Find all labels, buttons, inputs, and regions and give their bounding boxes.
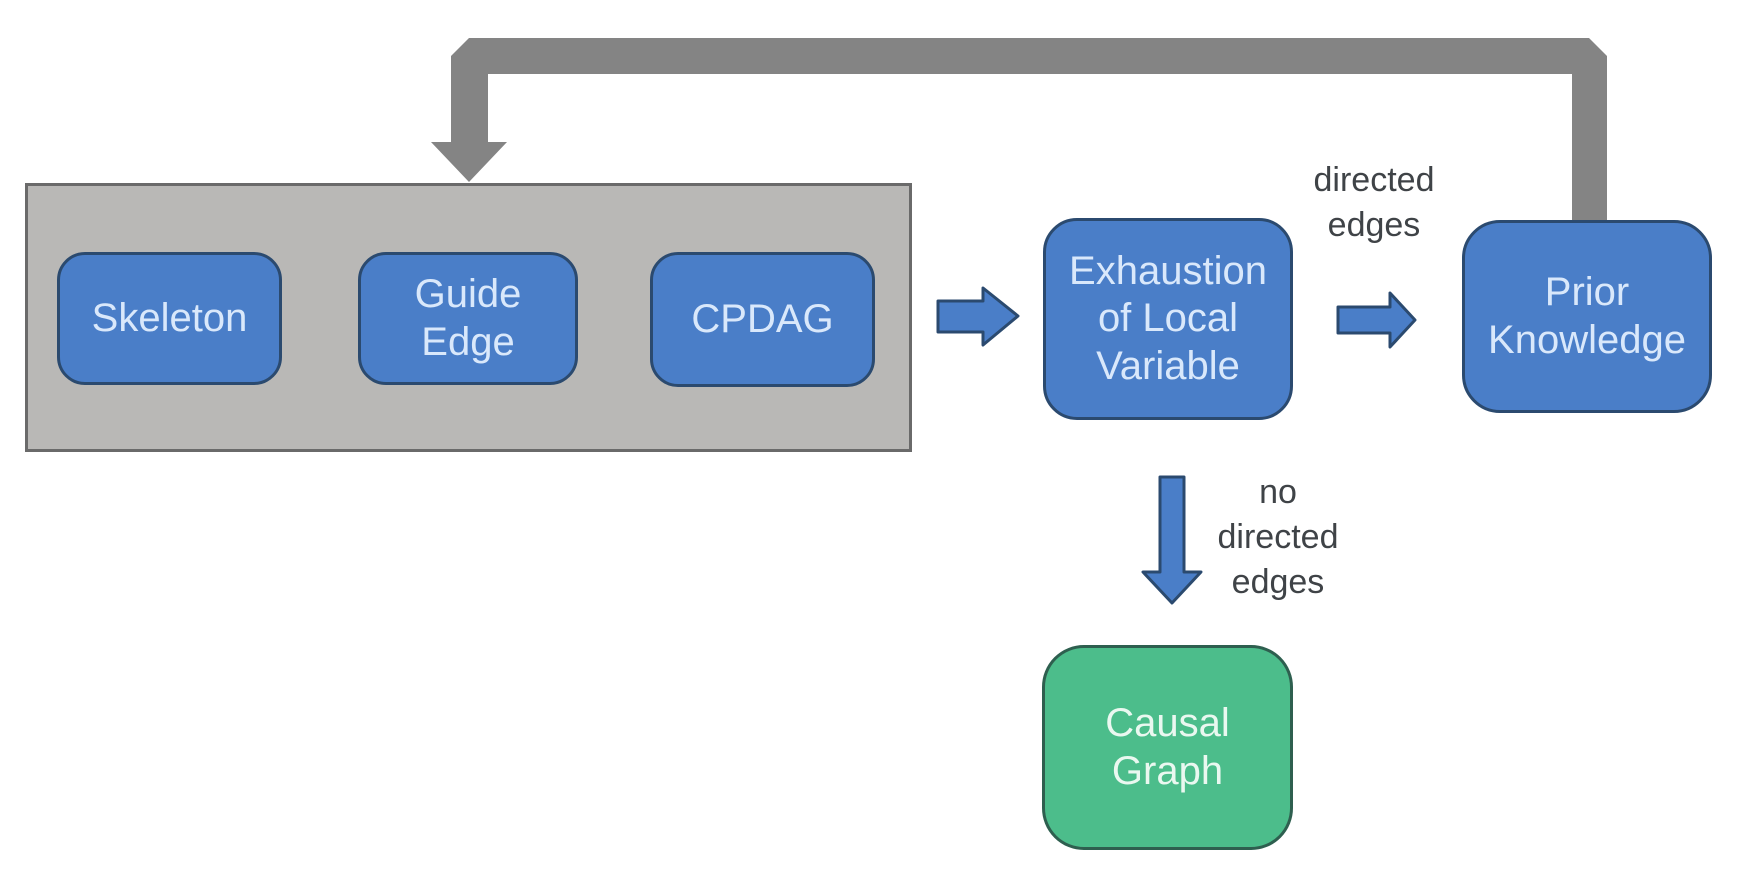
node-skeleton: Skeleton (57, 252, 282, 385)
node-cpdag: CPDAG (650, 252, 875, 387)
node-prior-knowledge: Prior Knowledge (1462, 220, 1712, 413)
arrow-cpdag-to-exhaustion (936, 286, 1020, 347)
node-guide-edge: Guide Edge (358, 252, 578, 385)
node-exhaustion-of-local-variable: Exhaustion of Local Variable (1043, 218, 1293, 420)
arrow-exhaustion-to-prior (1336, 291, 1417, 349)
edge-label-directed-edges: directed edges (1313, 161, 1435, 244)
edge-label-no-directed-edges: no directed edges (1217, 473, 1339, 601)
arrow-exhaustion-to-causal (1141, 475, 1203, 605)
node-causal-graph: Causal Graph (1042, 645, 1293, 850)
